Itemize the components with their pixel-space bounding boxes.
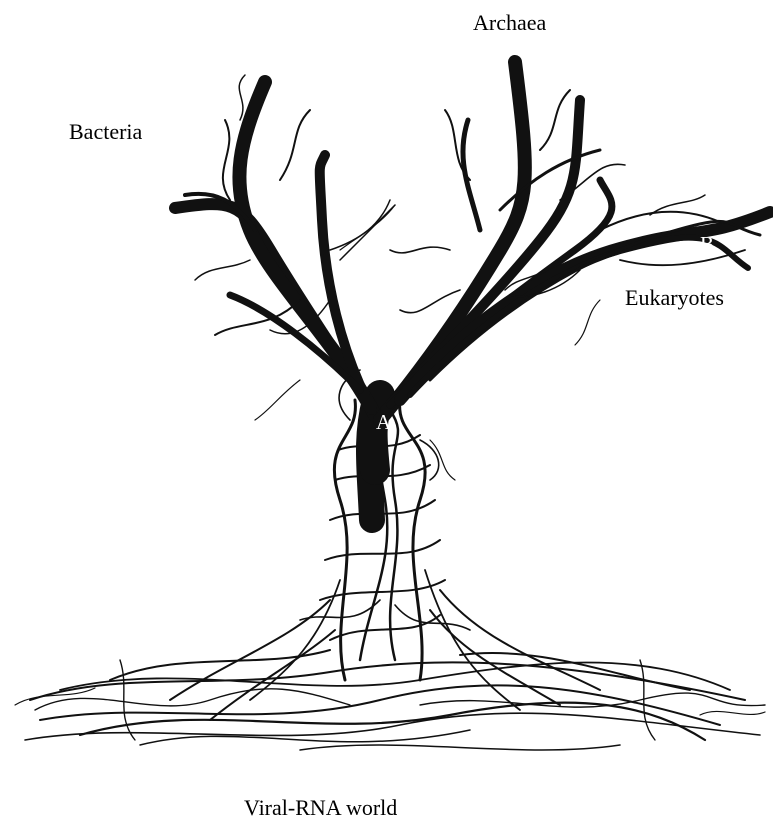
bacteria-branch	[175, 75, 395, 420]
viral-rna-world-label: Viral-RNA world	[244, 797, 397, 819]
archaea-branch	[380, 62, 625, 420]
bacteria-label: Bacteria	[69, 121, 142, 143]
root-tangle	[15, 570, 765, 750]
archaea-label: Archaea	[473, 12, 546, 34]
eukaryotes-label: Eukaryotes	[625, 287, 724, 309]
node-a-label: A	[376, 412, 391, 433]
node-b-label: B	[700, 234, 714, 255]
